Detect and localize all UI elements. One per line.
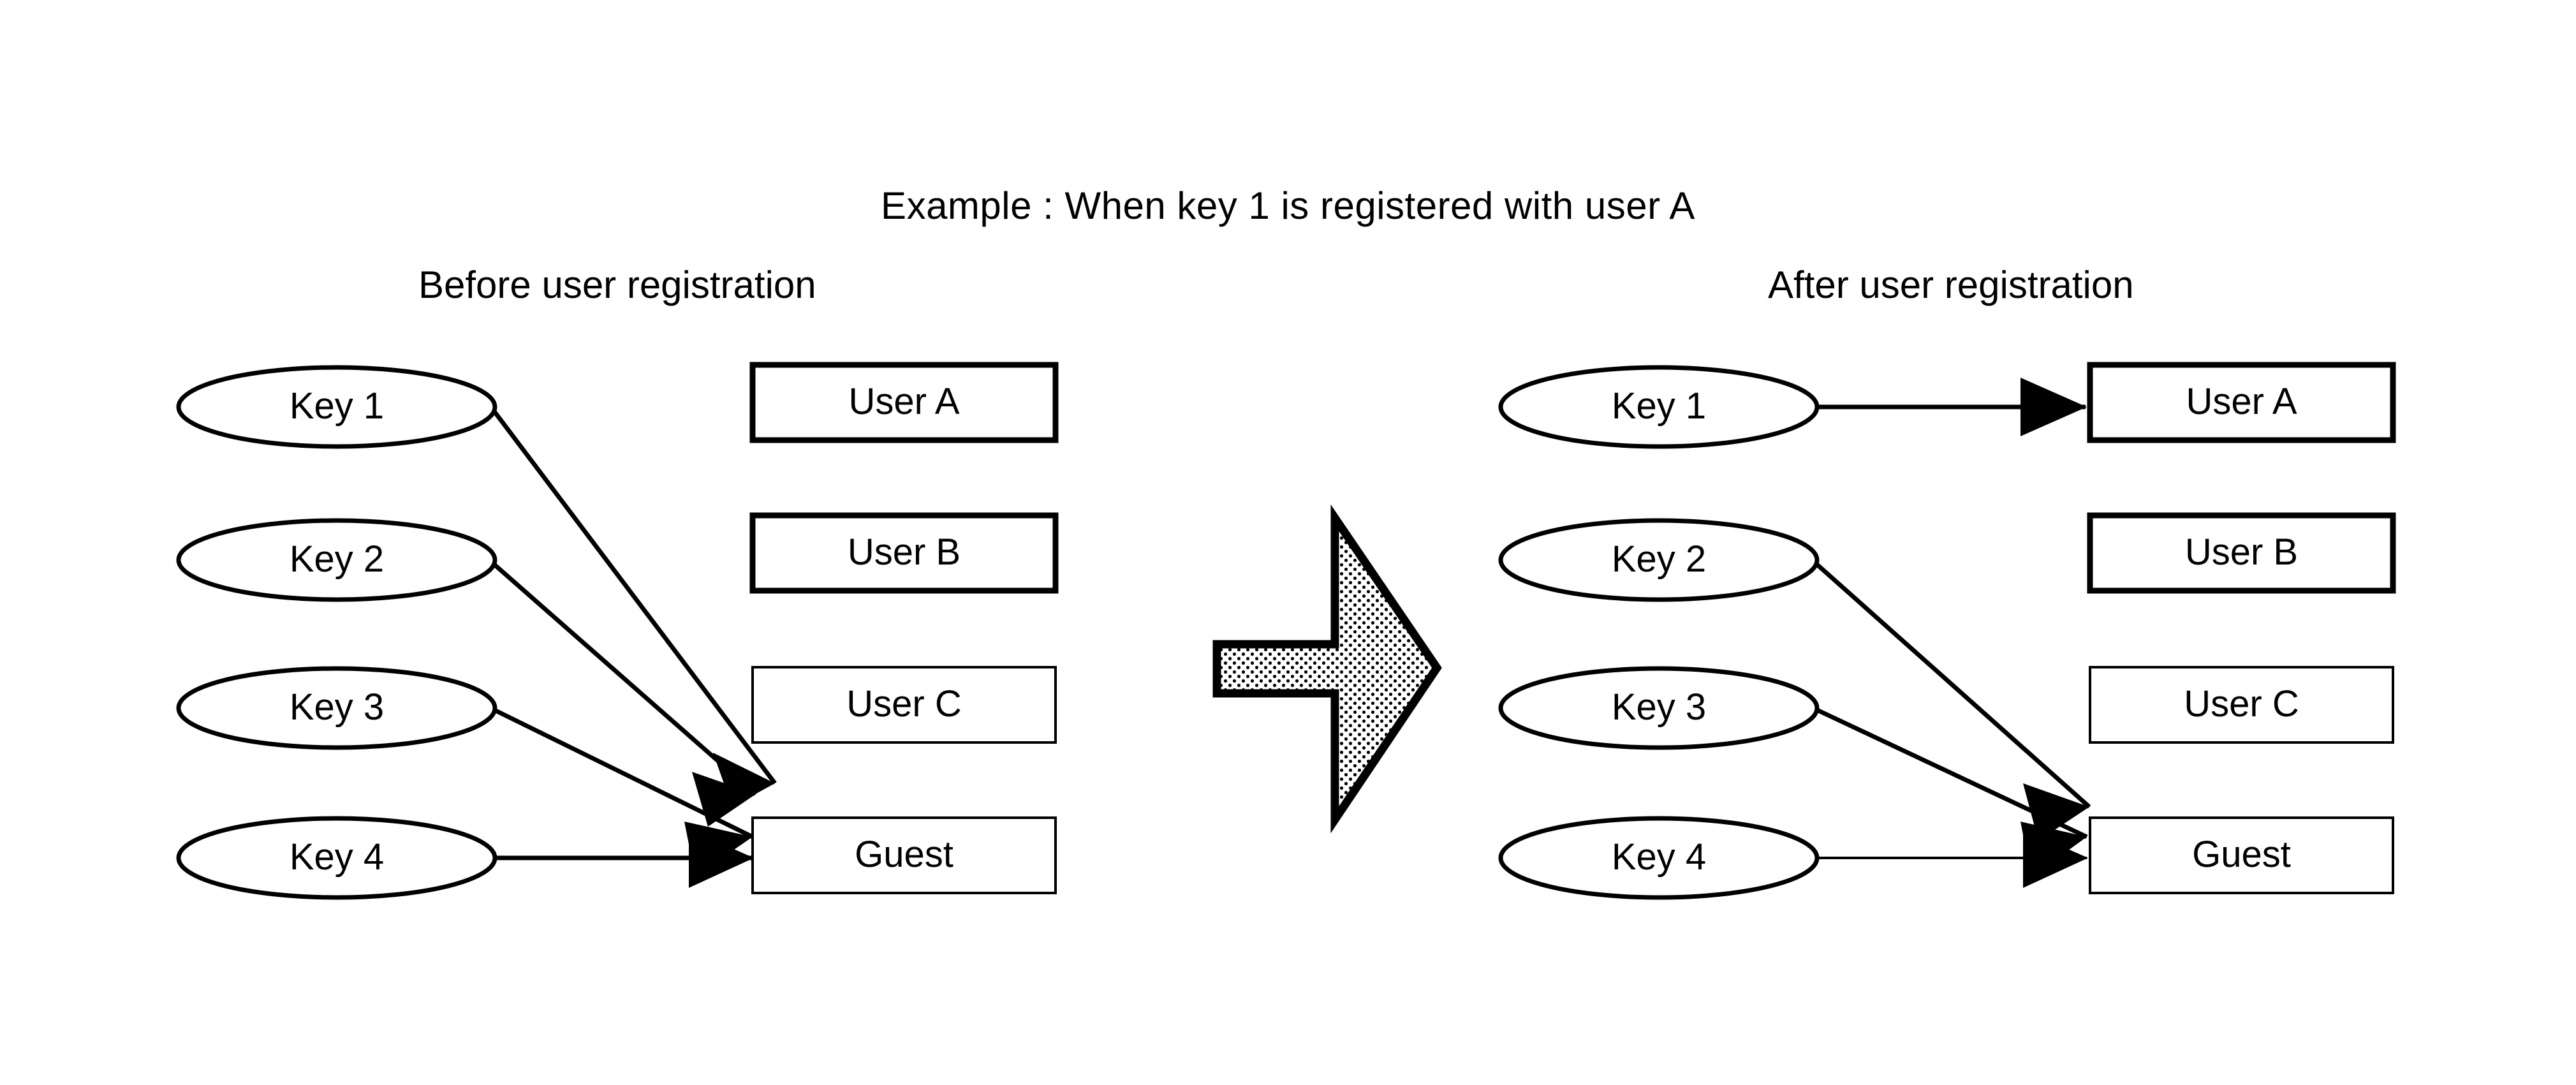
after-panel-targets	[2087, 362, 2396, 894]
after-panel-keys	[1498, 365, 1820, 900]
target-label-user-a-after: User A	[2186, 381, 2297, 422]
key-ellipse-key2-before[interactable]	[176, 518, 497, 602]
key-label-key3-before: Key 3	[289, 686, 385, 728]
key-ellipse-key1-after[interactable]	[1498, 365, 1820, 449]
link-key1-guest-before	[492, 410, 777, 807]
before-panel-targets	[749, 362, 1059, 894]
target-label-guest-after: Guest	[2192, 834, 2291, 875]
target-label-user-c-before: User C	[846, 683, 962, 725]
key-label-key4-before: Key 4	[289, 836, 385, 878]
key-ellipse-key4-before[interactable]	[176, 816, 497, 900]
link-key4-guest-after	[1817, 829, 2088, 888]
target-box-user-c-after[interactable]	[2089, 666, 2394, 744]
key-label-key4-after: Key 4	[1611, 836, 1707, 878]
before-panel-connectors	[492, 410, 777, 888]
link-key1-usera-after	[1817, 378, 2087, 436]
link-key2-guest-before	[492, 563, 758, 827]
target-box-guest-after[interactable]	[2089, 816, 2394, 894]
target-box-guest-before[interactable]	[751, 816, 1057, 894]
key-label-key2-before: Key 2	[289, 538, 385, 580]
link-key2-guest-after	[1815, 563, 2091, 841]
key-ellipse-key3-after[interactable]	[1498, 666, 1820, 750]
diagram-title: Example : When key 1 is registered with …	[881, 184, 1695, 227]
panel-caption-before: Before user registration	[418, 263, 816, 306]
key-ellipse-key4-after[interactable]	[1498, 816, 1820, 900]
key-ellipse-key1-before[interactable]	[176, 365, 497, 449]
target-label-user-b-after: User B	[2184, 531, 2299, 573]
target-label-user-c-after: User C	[2184, 683, 2299, 725]
before-panel-keys	[176, 365, 497, 900]
panel-caption-after: After user registration	[1768, 263, 2134, 306]
key-label-key3-after: Key 3	[1611, 686, 1707, 728]
key-label-key1-before: Key 1	[289, 385, 385, 427]
target-box-user-b-before[interactable]	[749, 512, 1059, 594]
key-label-key2-after: Key 2	[1611, 538, 1707, 580]
link-key3-guest-before	[493, 707, 754, 876]
link-key3-guest-after	[1816, 707, 2088, 877]
key-label-key1-after: Key 1	[1611, 385, 1707, 427]
link-key4-guest-before	[494, 829, 754, 888]
target-box-user-a-before[interactable]	[749, 362, 1059, 443]
target-label-guest-before: Guest	[855, 834, 953, 875]
target-label-user-b-before: User B	[847, 531, 961, 573]
target-box-user-a-after[interactable]	[2087, 362, 2396, 443]
target-box-user-c-before[interactable]	[751, 666, 1057, 744]
transition-arrow	[1212, 504, 1442, 834]
target-label-user-a-before: User A	[848, 381, 960, 422]
key-ellipse-key2-after[interactable]	[1498, 518, 1820, 602]
target-box-user-b-after[interactable]	[2087, 512, 2396, 594]
after-panel-connectors	[1815, 378, 2091, 888]
key-ellipse-key3-before[interactable]	[176, 666, 497, 750]
